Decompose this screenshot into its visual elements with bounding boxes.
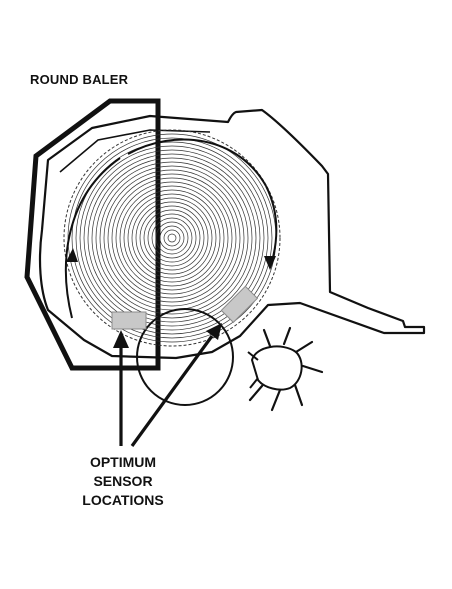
bale-ring — [79, 145, 265, 331]
baler-body-outline — [38, 108, 426, 360]
bale-ring — [119, 185, 225, 291]
bale-ring — [87, 153, 257, 323]
callout-line-3: LOCATIONS — [82, 492, 164, 508]
rotation-arrow-left — [64, 157, 121, 319]
bale-ring — [63, 129, 281, 347]
chamber-inner-wall — [59, 129, 211, 173]
bale-ring — [99, 165, 245, 311]
tailgate-outline — [24, 98, 161, 371]
sensor-callout-label: OPTIMUM SENSOR LOCATIONS — [68, 453, 178, 510]
pickup-tines — [248, 326, 324, 412]
callout-arrow-right-shaft — [130, 335, 214, 447]
bale-ring — [151, 217, 193, 259]
lower-roller — [136, 308, 234, 406]
bale-ring — [131, 197, 213, 279]
bale-ring — [91, 157, 253, 319]
callout-line-2: SENSOR — [93, 473, 153, 489]
bale-ring — [139, 205, 205, 271]
callout-line-1: OPTIMUM — [89, 454, 157, 470]
bale-ring — [127, 193, 217, 283]
bale-ring — [135, 201, 209, 275]
bale-ring — [107, 173, 237, 303]
sensor-right — [220, 285, 259, 324]
rotation-arrow-top — [127, 138, 267, 187]
bale-ring — [103, 169, 241, 307]
rotation-arrowhead-right — [264, 256, 276, 270]
sensor-left — [111, 311, 147, 330]
bale-ring — [115, 181, 229, 295]
bale-ring — [123, 189, 221, 287]
bale-ring — [83, 149, 261, 327]
callout-arrowhead-left — [113, 330, 129, 348]
bale-ring — [95, 161, 249, 315]
bale-ring — [111, 177, 233, 299]
callout-arrowhead-right — [206, 323, 222, 340]
diagram-title: ROUND BALER — [30, 72, 129, 87]
bale-ring — [71, 137, 273, 339]
bale-ring — [147, 213, 197, 263]
bale-rings — [63, 129, 281, 347]
bale-ring — [143, 209, 201, 267]
bale-ring — [155, 221, 189, 255]
rotation-arrowhead-left — [66, 248, 78, 262]
pickup-arm — [247, 351, 259, 389]
pickup-housing — [250, 345, 303, 391]
bale-ring — [159, 225, 185, 251]
bale-ring — [75, 141, 269, 335]
bale-ring — [163, 229, 181, 247]
bale-ring — [167, 233, 177, 243]
